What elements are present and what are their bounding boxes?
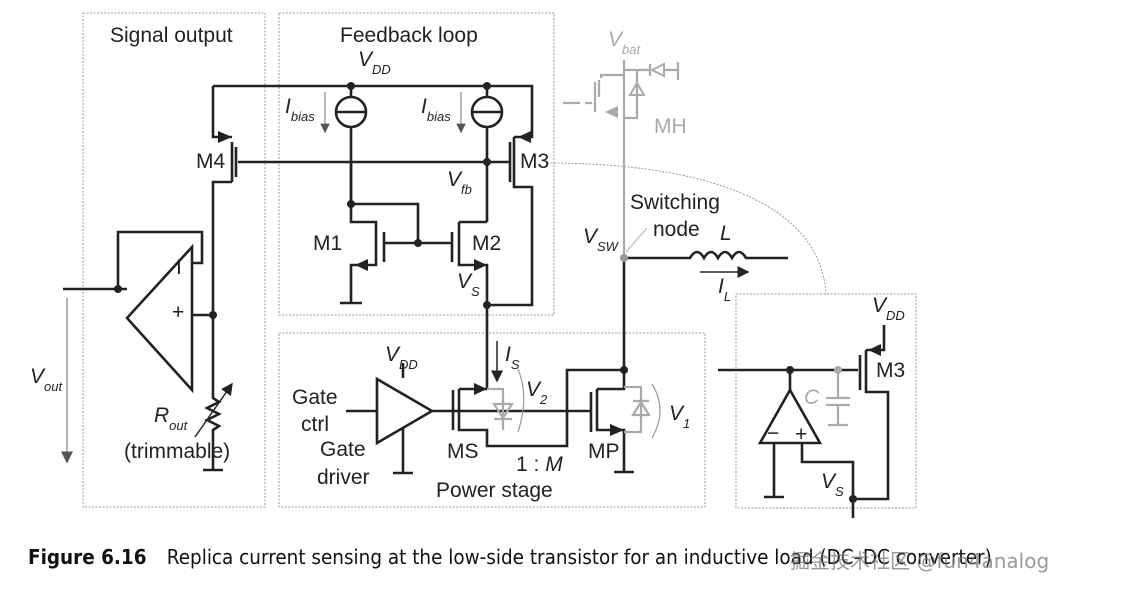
gate-ctrl-label-1: Gate <box>292 386 338 409</box>
trimmable-label: (trimmable) <box>124 440 230 463</box>
m4-label: M4 <box>196 150 225 173</box>
feedback-loop-block <box>278 12 555 316</box>
caption-text: Replica current sensing at the low-side … <box>166 545 992 569</box>
m3-sense-label: M3 <box>876 359 905 382</box>
opamp-minus: I <box>176 256 182 279</box>
capacitor-label: C <box>804 386 820 409</box>
gate-driver-label-2: driver <box>317 466 370 489</box>
m2-label: M2 <box>472 232 501 255</box>
m1-label: M1 <box>313 232 342 255</box>
vs-label-sense: VS <box>821 470 844 499</box>
buffer-opamp <box>63 230 217 394</box>
transistor-mh <box>563 60 680 255</box>
signal-output-block <box>82 12 266 508</box>
callout-line <box>546 162 827 295</box>
watermark: 掘金技术社区 @fun4analog <box>790 549 1050 573</box>
feedback-loop-title: Feedback loop <box>340 24 478 47</box>
il-label: IL <box>718 275 731 304</box>
current-source-2 <box>470 86 504 222</box>
gate-driver-label-1: Gate <box>320 438 366 461</box>
mp-label: MP <box>588 440 620 463</box>
capacitor-c <box>826 366 850 427</box>
node-label: node <box>653 218 700 241</box>
ibias-label-2: Ibias <box>421 95 451 124</box>
vdd-driver-label: VDD <box>385 343 418 372</box>
mh-label: MH <box>654 115 687 138</box>
figure-caption: Figure 6.16 Replica current sensing at th… <box>28 545 992 569</box>
transistor-m3-feedback <box>487 131 534 307</box>
vdd-sense-label: VDD <box>872 294 905 323</box>
transistor-ms <box>451 333 624 448</box>
opamp-plus: + <box>172 301 184 324</box>
vfb-label: Vfb <box>447 168 472 197</box>
transistor-mp <box>589 372 651 474</box>
vout-label: Vout <box>30 365 63 394</box>
gate-driver <box>346 363 590 475</box>
vbat-label: Vbat <box>608 28 641 57</box>
resistor-rout <box>194 368 233 472</box>
rout-label: Rout <box>154 404 189 433</box>
v2-label: V2 <box>526 378 548 407</box>
transistor-m2 <box>418 220 491 333</box>
figure-number: Figure 6.16 <box>28 545 147 569</box>
sensing-block <box>735 293 917 509</box>
transistor-m1 <box>340 162 422 305</box>
transistor-m3-sense <box>853 325 890 501</box>
sense-opamp-minus: − <box>767 422 779 445</box>
is-label: IS <box>505 343 520 372</box>
vdd-label: VDD <box>358 48 391 77</box>
vs-label-top: VS <box>457 270 480 299</box>
switching-label: Switching <box>630 191 720 214</box>
signal-output-title: Signal output <box>110 24 233 47</box>
inductor-label: L <box>720 222 732 245</box>
power-stage-title: Power stage <box>436 479 553 502</box>
transistor-m4 <box>211 86 238 368</box>
v1-label: V1 <box>669 402 690 431</box>
sense-opamp-plus: + <box>795 423 807 446</box>
inductor-l <box>620 250 788 372</box>
ratio-label: 1 : M <box>516 453 563 476</box>
power-stage-block <box>278 332 706 508</box>
gate-ctrl-label-2: ctrl <box>301 413 329 436</box>
ibias-label-1: Ibias <box>285 95 315 124</box>
ms-label: MS <box>447 440 479 463</box>
vsw-label: VSW <box>583 225 620 254</box>
m3-label: M3 <box>520 150 549 173</box>
